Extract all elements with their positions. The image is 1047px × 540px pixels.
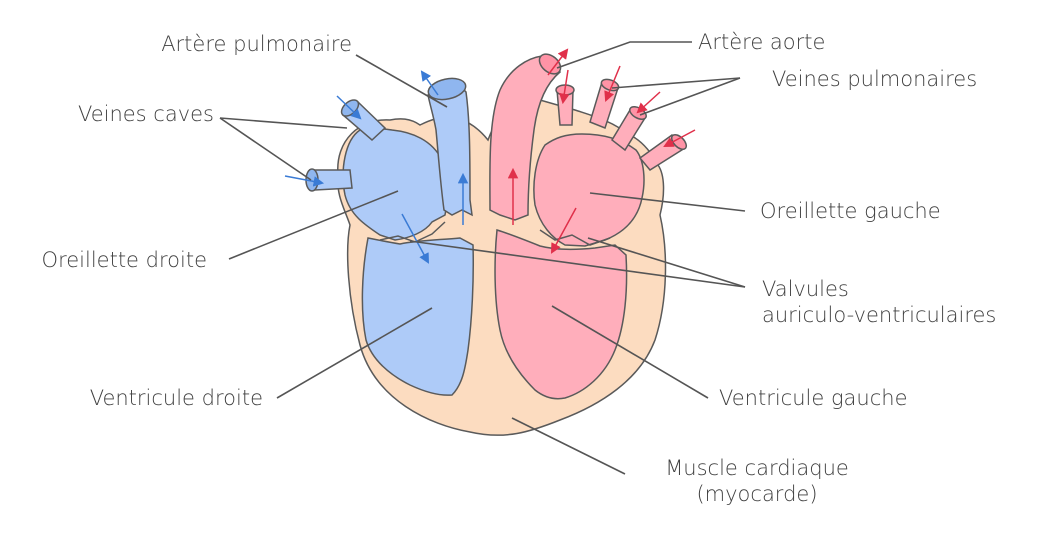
arterial-flow-arrows (507, 48, 696, 254)
label-valvules-line1: Valvules (762, 277, 849, 301)
label-ventricule-gauche: Ventricule gauche (719, 386, 908, 410)
label-valvules: Valvules auriculo-ventriculaires (762, 276, 996, 328)
label-veines-caves: Veines caves (77, 102, 214, 126)
left-av-valve-shape (539, 229, 611, 246)
label-artere-aorte: Artère aorte (698, 30, 826, 54)
label-ventricule-droite: Ventricule droite (89, 386, 263, 410)
label-muscle-line2: (myocarde) (696, 482, 818, 506)
leader-lines (219, 41, 746, 475)
left-atrium-shape (533, 133, 645, 247)
label-veines-pulmonaires: Veines pulmonaires (772, 67, 978, 91)
label-valvules-line2: auriculo-ventriculaires (762, 303, 997, 327)
label-muscle-cardiaque: Muscle cardiaque (myocarde) (642, 455, 872, 507)
right-atrium-shape (342, 127, 448, 241)
aorta-shape (489, 55, 562, 221)
label-oreillette-gauche: Oreillette gauche (760, 199, 941, 223)
label-muscle-line1: Muscle cardiaque (665, 456, 849, 480)
venous-flow-arrows (284, 70, 469, 264)
label-oreillette-droite: Oreillette droite (41, 248, 207, 272)
label-artere-pulmonaire: Artère pulmonaire (161, 32, 352, 56)
